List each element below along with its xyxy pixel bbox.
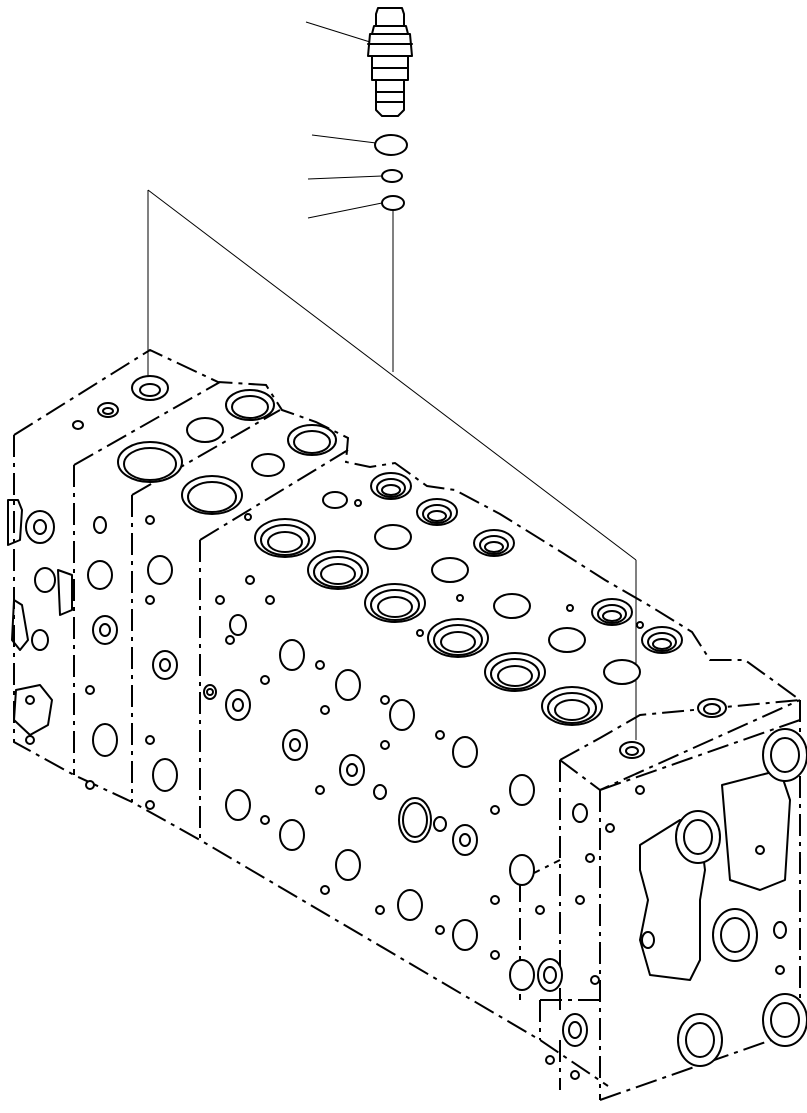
top-ports bbox=[72, 375, 727, 759]
o-ring-small bbox=[381, 169, 403, 183]
front-ports bbox=[25, 510, 535, 991]
left-end-cap bbox=[7, 499, 73, 736]
valve-block bbox=[7, 348, 807, 1101]
backup-ring bbox=[381, 195, 405, 211]
right-end-section bbox=[535, 728, 807, 1080]
o-ring-large bbox=[374, 134, 408, 156]
callout-leaders bbox=[305, 21, 383, 219]
relief-valve bbox=[367, 7, 413, 117]
assembly-guide-lines bbox=[147, 189, 637, 740]
